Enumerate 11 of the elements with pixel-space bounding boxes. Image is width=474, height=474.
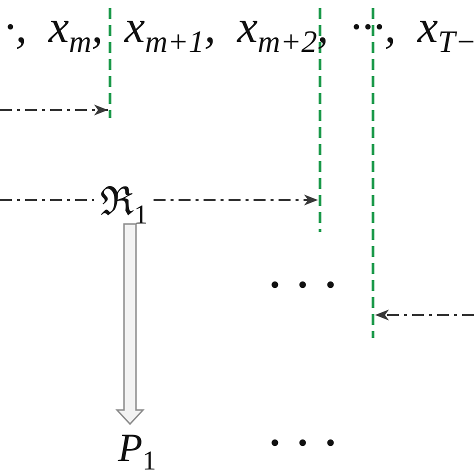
dash-dot-line <box>0 199 94 201</box>
dash-dot-arrow <box>0 104 108 116</box>
dash-dot-arrow <box>375 310 474 320</box>
dash-dot-arrow <box>154 194 318 206</box>
dashed-divider-line <box>108 8 112 118</box>
sequence-text: ·, x$_{m}$, x$_{m+1}$, x$_{m+2}$, ···, x$_{T−}$ <box>4 4 474 50</box>
symbol-text: ℜ$_{1}$ <box>94 180 154 224</box>
hollow-arrow <box>115 223 145 426</box>
variable-text: P$_{1}$ <box>112 424 162 472</box>
ellipsis: • • • <box>270 272 336 300</box>
ellipsis: • • • <box>270 430 336 458</box>
